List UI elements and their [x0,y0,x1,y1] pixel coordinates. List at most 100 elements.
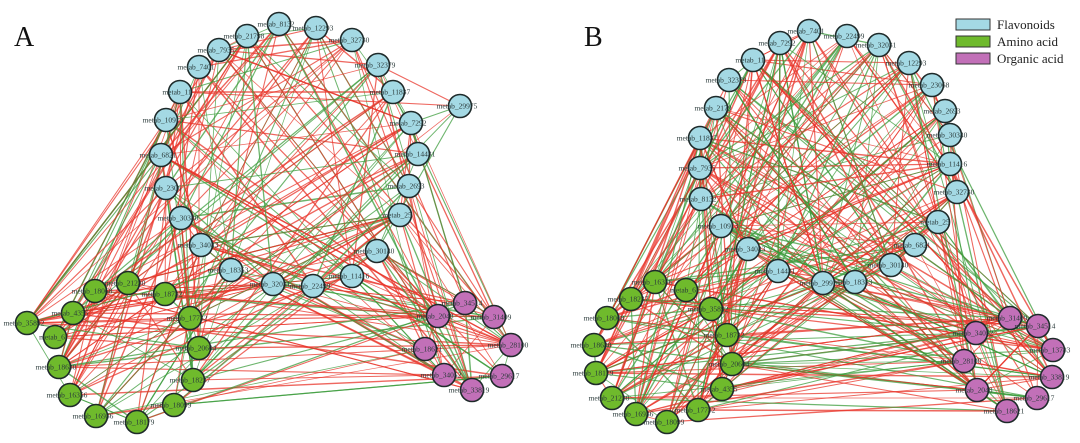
flavonoids-node-circle [396,173,422,199]
node-metab-18179: metab_18179 [114,409,155,435]
node-metab-18621: metab_18621 [984,398,1025,424]
amino-acid-node-circle [14,310,40,336]
node-metab-4355: metab_4355 [700,376,738,402]
negative-correlation-edge [635,137,701,415]
node-metab-12293: metab_12293 [293,15,334,41]
negative-correlation-edge [606,317,1038,399]
flavonoids-node-circle [167,79,193,105]
negative-correlation-edge [635,289,687,415]
node-metab-29975: metab_29975 [437,93,478,119]
node-label: metab_32379 [355,61,396,70]
organic-acid-node-circle [951,348,977,374]
node-metab-31409: metab_31409 [987,305,1028,331]
node-metab-22499: metab_22499 [290,273,331,299]
positive-correlation-edge [26,23,280,324]
node-metab-18630: metab_18630 [36,354,77,380]
negative-correlation-edge [611,397,1008,412]
positive-correlation-edge [697,376,1053,411]
node-metab-18237: metab_18237 [170,367,211,393]
positive-correlation-edge [278,23,512,346]
amino-acid-node-circle [115,270,141,296]
positive-correlation-edge [72,312,439,317]
positive-correlation-edge [715,107,951,165]
organic-acid-node-circle [459,377,485,403]
panel-a-letter: A [14,22,35,53]
positive-correlation-edge [58,282,129,368]
negative-correlation-edge [58,119,167,368]
node-metab-18068: metab_18068 [72,278,113,304]
node-metab-17732: metab_17732 [167,305,208,331]
node-label: metab_7401 [787,27,824,36]
negative-correlation-edge [685,84,933,291]
positive-correlation-edge [611,334,728,399]
flavonoids-node-circle [796,18,822,44]
positive-correlation-edge [890,264,1053,378]
positive-correlation-edge [630,163,951,300]
node-label: metab_31409 [987,314,1028,323]
node-metab-18099: metab_18099 [644,409,685,435]
positive-correlation-edge [731,363,1008,412]
node-metab-35892: metab_35892 [4,310,45,336]
node-label: metab_8132 [679,195,716,204]
negative-correlation-edge [179,91,191,319]
amino-acid-node-circle [714,322,740,348]
organic-acid-node-circle [489,363,515,389]
node-metab-6821: metab_6821 [139,142,177,168]
amino-acid-node-circle [623,401,649,427]
positive-correlation-edge [715,107,856,283]
negative-correlation-edge [58,302,466,368]
node-label: metab_16356 [47,391,88,400]
node-label: metab_18353 [208,266,249,275]
positive-correlation-edge [218,39,353,51]
node-metab-16356: metab_16356 [47,382,88,408]
node-label: metab_6 [39,333,65,342]
node-label: metab_2693 [923,107,960,116]
negative-correlation-edge [720,44,880,227]
node-label: metab_18621 [984,407,1025,416]
node-label: metab_10913 [143,116,184,125]
amino-acid-node-circle [83,403,109,429]
positive-correlation-edge [26,214,401,324]
node-label: metab_11 [735,56,765,65]
negative-correlation-edge [747,62,910,250]
node-label: metab_18237 [608,295,649,304]
node-metab-34043: metab_34043 [725,236,766,262]
negative-correlation-edge [351,275,503,377]
node-label: metab_18099 [644,418,685,427]
positive-correlation-edge [606,289,687,319]
positive-correlation-edge [377,64,461,107]
positive-correlation-edge [192,374,445,381]
positive-correlation-edge [180,217,191,319]
node-metab-14431: metab_14431 [395,141,436,167]
amino-acid-node-circle [42,324,68,350]
negative-correlation-edge [654,62,910,283]
positive-correlation-edge [218,49,439,317]
positive-correlation-edge [189,105,461,319]
node-label: metab_21230 [105,279,146,288]
positive-correlation-edge [246,35,495,318]
positive-correlation-edge [200,244,512,346]
node-label: metab_11416 [329,272,370,281]
node-metab-18353: metab_18353 [208,257,249,283]
node-metab-18732: metab_18732 [142,281,183,307]
positive-correlation-edge [630,298,1039,327]
flavonoids-node-circle [687,155,713,181]
node-metab-4355: metab_4355 [51,300,89,326]
flavonoids-node-circle [260,271,286,297]
negative-correlation-edge [165,187,274,285]
negative-correlation-edge [58,366,138,423]
negative-correlation-edge [697,137,701,411]
negative-correlation-edge [58,316,495,368]
node-label: metab_17732 [167,314,208,323]
node-label: metab_6821 [893,241,930,250]
flavonoids-node-circle [708,213,734,239]
flavonoids-node-circle [339,263,365,289]
positive-correlation-edge [315,27,394,93]
node-metab-30340: metab_30340 [158,205,199,231]
node-label: metab_18732 [704,331,745,340]
amino-acid-node-circle [673,277,699,303]
node-metab-2693: metab_2693 [923,98,961,124]
positive-correlation-edge [700,163,951,200]
node-label: metab_2306 [144,184,181,193]
